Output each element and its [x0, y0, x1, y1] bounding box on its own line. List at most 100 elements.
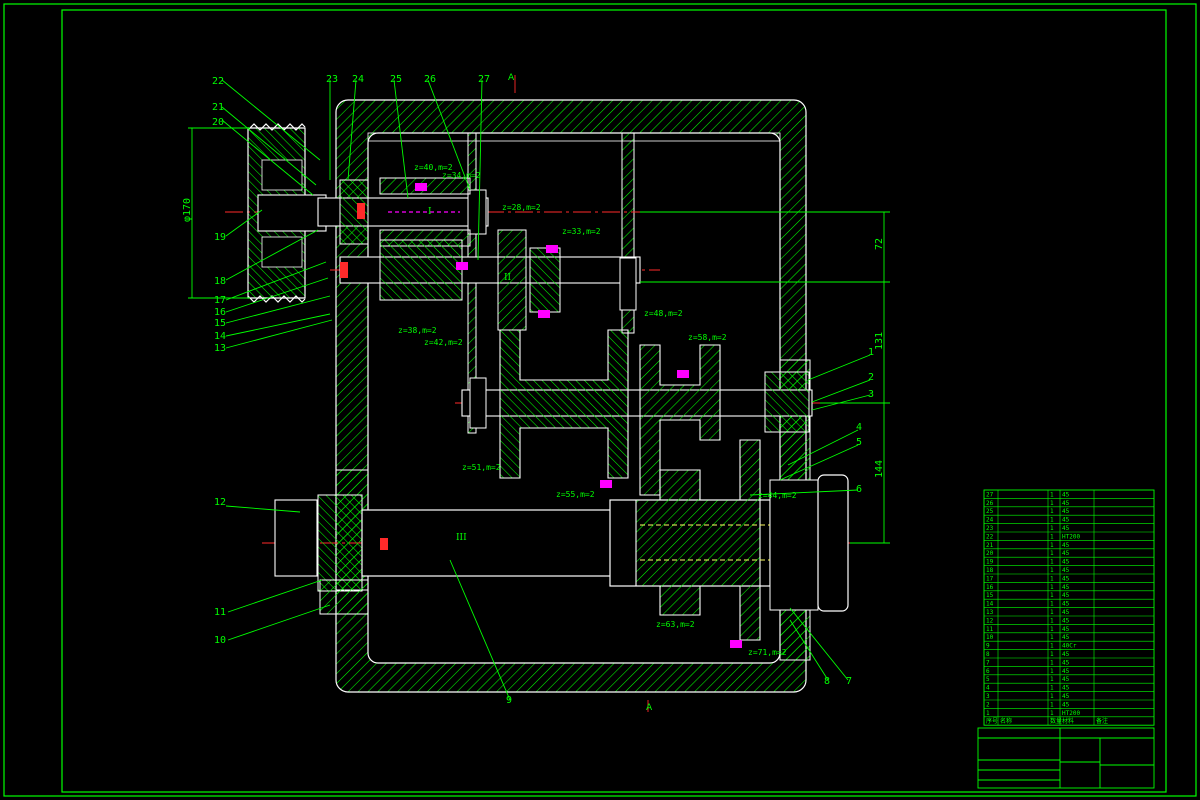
gear-label: z=28,m=2: [502, 203, 541, 212]
bom-cell: 45: [1062, 491, 1070, 498]
outer-frame: [3, 3, 1197, 797]
dim-pulley-dia: φ170: [182, 198, 193, 222]
bom-cell: 6: [986, 668, 990, 675]
bom-cell: 1: [1050, 567, 1054, 574]
bom-cell: 22: [986, 533, 994, 540]
bom-cell: 1: [1050, 491, 1054, 498]
balloon-21: 21: [212, 102, 224, 113]
bom-cell: 1: [1050, 651, 1054, 658]
bom-cell: 1: [1050, 609, 1054, 616]
shaft-mark-ii: II: [504, 273, 512, 283]
bom-cell: 12: [986, 617, 994, 624]
bom-cell: 21: [986, 542, 994, 549]
balloon-9: 9: [506, 695, 512, 706]
bom-cell: HT200: [1062, 710, 1080, 717]
balloon-14: 14: [214, 331, 226, 342]
bom-cell: 1: [1050, 508, 1054, 515]
bom-cell: 45: [1062, 676, 1070, 683]
balloon-6: 6: [856, 484, 862, 495]
title-block: [977, 727, 1155, 789]
bom-cell: 45: [1062, 617, 1070, 624]
bom-cell: 45: [1062, 525, 1070, 532]
main-spindle: [274, 439, 849, 641]
bom-cell: 45: [1062, 508, 1070, 515]
bom-cell: 45: [1062, 701, 1070, 708]
bom-cell: 1: [1050, 710, 1054, 717]
balloon-10: 10: [214, 635, 226, 646]
balloon-25: 25: [390, 74, 402, 85]
bom-header-cell: 数量: [1050, 717, 1062, 725]
section-marks: A A: [508, 73, 653, 713]
bom-header-cell: 名称: [1000, 717, 1012, 725]
bom-cell: 1: [1050, 668, 1054, 675]
gear-label: z=51,m=2: [462, 463, 501, 472]
balloon-1: 1: [868, 347, 874, 358]
balloon-16: 16: [214, 307, 226, 318]
gear-label: z=48,m=2: [644, 309, 683, 318]
bom-cell: 27: [986, 491, 994, 498]
bom-cell: 16: [986, 584, 994, 591]
bom-cell: 10: [986, 634, 994, 641]
bom-cell: 45: [1062, 626, 1070, 633]
bom-header-cell: 材料: [1062, 717, 1074, 725]
bom-cell: 14: [986, 601, 994, 608]
gear-label: z=33,m=2: [562, 227, 601, 236]
shaft-ii: [339, 229, 641, 331]
bom-cell: 1: [1050, 634, 1054, 641]
balloon-15: 15: [214, 318, 226, 329]
shaft-iii: [461, 329, 813, 496]
dim-72: 72: [874, 238, 885, 250]
bom-cell: 45: [1062, 693, 1070, 700]
bom-cell: 1: [1050, 685, 1054, 692]
balloon-2: 2: [868, 372, 874, 383]
balloon-19: 19: [214, 232, 226, 243]
balloon-23: 23: [326, 74, 338, 85]
bom-cell: 25: [986, 508, 994, 515]
bom-cell: 15: [986, 592, 994, 599]
dimension-lines: [188, 127, 890, 544]
shaft-mark-iii: III: [456, 533, 467, 543]
bom-cell: 18: [986, 567, 994, 574]
bom-cell: 1: [1050, 517, 1054, 524]
bom-cell: 7: [986, 659, 990, 666]
gear-label: z=44,m=2: [758, 491, 797, 500]
bom-cell: 11: [986, 626, 994, 633]
inner-frame: [61, 9, 1167, 793]
bom-cell: 9: [986, 643, 990, 650]
bom-cell: 13: [986, 609, 994, 616]
bom-cell: 8: [986, 651, 990, 658]
bom-cell: 1: [1050, 542, 1054, 549]
dimension-labels: φ170 72 131 144: [182, 198, 885, 478]
bom-cell: 1: [1050, 584, 1054, 591]
bom-cell: 1: [1050, 659, 1054, 666]
bom-cell: 45: [1062, 601, 1070, 608]
bom-cell: 1: [986, 710, 990, 717]
gear-label: z=63,m=2: [656, 620, 695, 629]
gear-label: z=55,m=2: [556, 490, 595, 499]
balloon-7: 7: [846, 676, 852, 687]
bom-cell: 1: [1050, 500, 1054, 507]
shaft-mark-i: I: [428, 207, 432, 217]
balloon-17: 17: [214, 295, 226, 306]
gear-label: z=58,m=2: [688, 333, 727, 342]
balloon-4: 4: [856, 422, 862, 433]
bom-cell: 45: [1062, 685, 1070, 692]
bom-cell: 45: [1062, 575, 1070, 582]
bom-cell: 45: [1062, 651, 1070, 658]
bom-cell: 1: [1050, 643, 1054, 650]
gear-label: z=71,m=2: [748, 648, 787, 657]
gear-label: z=40,m=2: [414, 163, 453, 172]
bom-cell: 45: [1062, 592, 1070, 599]
section-mark-top: A: [508, 73, 515, 83]
gear-labels: z=40,m=2 z=34,m=2 z=28,m=2 z=33,m=2 z=38…: [398, 163, 797, 657]
balloon-12: 12: [214, 497, 226, 508]
balloon-11: 11: [214, 607, 226, 618]
bom-cell: 1: [1050, 592, 1054, 599]
bom-cell: 1: [1050, 559, 1054, 566]
balloon-20: 20: [212, 117, 224, 128]
section-mark-bottom: A: [646, 703, 653, 713]
balloon-labels: 22 21 20 23 24 25 26 27 19 18 17 16 15 1…: [212, 74, 874, 706]
bom-cell: 1: [1050, 617, 1054, 624]
